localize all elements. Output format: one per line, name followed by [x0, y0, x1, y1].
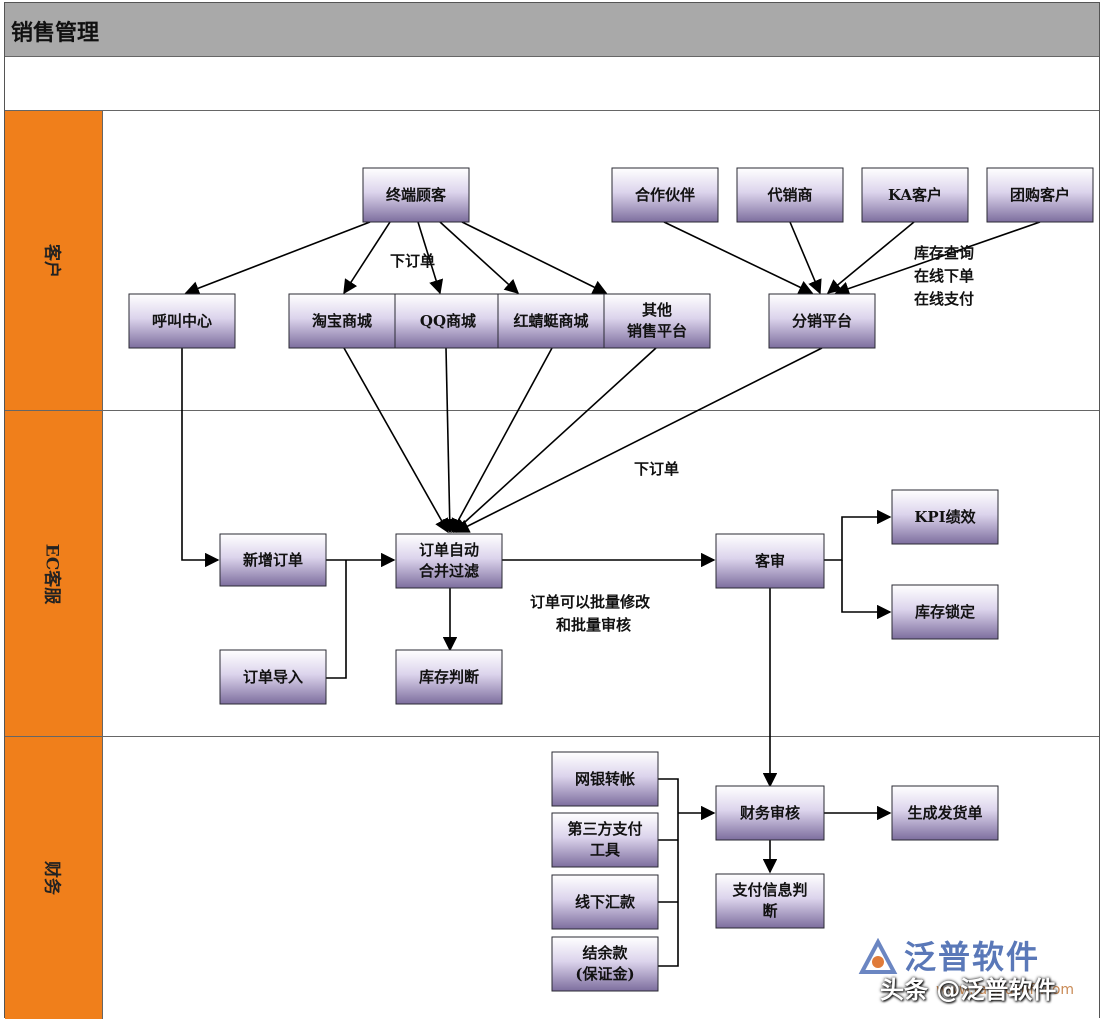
- edge-other-merge: [452, 347, 657, 533]
- edge-partner-distribution: [663, 221, 814, 294]
- edge-callcenter-neworder: [181, 348, 220, 568]
- node-bank-transfer: 网银转帐: [551, 751, 659, 807]
- svg-text:生成发货单: 生成发货单: [907, 804, 982, 822]
- node-end-customer: 终端顾客: [362, 167, 470, 223]
- svg-text:其他: 其他: [642, 301, 672, 319]
- node-kpi: KPI绩效: [891, 489, 999, 545]
- svg-text:订单导入: 订单导入: [243, 668, 303, 686]
- svg-text:代销商: 代销商: [766, 186, 812, 204]
- svg-text:销售平台: 销售平台: [627, 322, 687, 340]
- node-stock-check: 库存判断: [395, 649, 503, 705]
- svg-text:库存锁定: 库存锁定: [915, 603, 975, 621]
- edge-agent-distribution: [789, 221, 822, 295]
- node-new-order: 新增订单: [219, 533, 327, 587]
- label-batch-note-2: 和批量审核: [556, 616, 631, 634]
- edge-endcustomer-callcenter: [184, 221, 371, 296]
- svg-text:支付信息判: 支付信息判: [731, 881, 807, 899]
- node-call-center: 呼叫中心: [128, 293, 236, 349]
- edge-dragonfly-merge: [451, 347, 553, 534]
- edge-review-stocklock: [841, 560, 892, 620]
- svg-text:结余款: 结余款: [582, 944, 628, 962]
- edge-endcustomer-qq: [417, 221, 444, 295]
- svg-text:红蜻蜓商城: 红蜻蜓商城: [513, 312, 588, 330]
- node-dragonfly: 红蜻蜓商城: [497, 293, 605, 349]
- svg-text:终端顾客: 终端顾客: [386, 186, 447, 204]
- svg-text:合并过滤: 合并过滤: [418, 562, 479, 580]
- node-order-import: 订单导入: [219, 649, 327, 705]
- edge-review-kpi: [824, 509, 892, 561]
- watermark-credit: 头条 @泛普软件: [880, 976, 1057, 1004]
- page-title: 销售管理: [11, 20, 100, 46]
- node-ka-customer: KA客户: [861, 167, 969, 223]
- svg-text:(保证金): (保证金): [575, 965, 634, 983]
- svg-text:淘宝商城: 淘宝商城: [311, 312, 372, 330]
- edges: [181, 221, 1041, 967]
- svg-text:合作伙伴: 合作伙伴: [634, 186, 695, 204]
- svg-text:客审: 客审: [754, 552, 785, 570]
- node-qq-mall: QQ商城: [394, 293, 502, 349]
- svg-text:断: 断: [762, 902, 777, 920]
- svg-text:网银转帐: 网银转帐: [575, 770, 635, 788]
- svg-text:订单自动: 订单自动: [419, 541, 479, 559]
- lane-label-ec: EC客服: [5, 411, 103, 737]
- edge-qq-merge: [442, 347, 457, 534]
- label-distribution-note-1: 库存查询: [914, 244, 974, 262]
- node-balance: 结余款 (保证金): [551, 936, 659, 992]
- svg-text:新增订单: 新增订单: [243, 551, 303, 569]
- edge-payments-bracket: [658, 778, 679, 967]
- svg-text:分销平台: 分销平台: [792, 312, 852, 330]
- edge-groupbuy-distribution: [834, 221, 1041, 296]
- watermark: 泛普软件 www.fanpusoft.com 头条 @泛普软件: [858, 936, 1098, 1006]
- svg-text:团购客户: 团购客户: [1010, 186, 1070, 204]
- svg-text:QQ商城: QQ商城: [420, 312, 476, 330]
- label-place-order-top: 下订单: [390, 252, 435, 270]
- svg-text:库存判断: 库存判断: [419, 668, 479, 686]
- node-taobao: 淘宝商城: [288, 293, 396, 349]
- brand-logo-icon: [858, 938, 898, 974]
- node-finance-review: 财务审核: [715, 785, 825, 841]
- svg-text:工具: 工具: [590, 841, 620, 859]
- edge-endcustomer-taobao: [343, 221, 391, 295]
- edge-ka-distribution: [826, 221, 915, 294]
- node-delivery: 生成发货单: [891, 785, 999, 841]
- edge-import-merge: [326, 560, 347, 679]
- svg-text:KPI绩效: KPI绩效: [914, 508, 976, 526]
- lane-label-customer: 客户: [5, 111, 103, 411]
- node-group-buy: 团购客户: [986, 167, 1094, 223]
- title-bar: 销售管理: [5, 3, 1099, 57]
- node-stock-lock: 库存锁定: [891, 584, 999, 640]
- node-offline: 线下汇款: [551, 874, 659, 930]
- svg-text:第三方支付: 第三方支付: [567, 820, 642, 838]
- svg-text:财务审核: 财务审核: [740, 804, 800, 822]
- svg-text:KA客户: KA客户: [888, 186, 942, 204]
- edge-taobao-merge: [343, 347, 449, 534]
- watermark-brand: 泛普软件: [904, 938, 1041, 976]
- svg-text:呼叫中心: 呼叫中心: [152, 312, 212, 330]
- svg-text:线下汇款: 线下汇款: [575, 893, 636, 911]
- edge-endcustomer-dragonfly: [439, 221, 520, 294]
- header-blank-row: [5, 57, 1099, 111]
- node-review: 客审: [715, 533, 825, 589]
- node-partner: 合作伙伴: [611, 167, 719, 223]
- node-distribution: 分销平台: [768, 293, 876, 349]
- label-place-order-mid: 下订单: [634, 460, 679, 478]
- edge-distribution-merge: [454, 347, 823, 533]
- lane-label-finance: 财务: [5, 737, 103, 1019]
- edge-endcustomer-other: [461, 221, 608, 294]
- label-batch-note-1: 订单可以批量修改: [530, 593, 651, 611]
- label-distribution-note-2: 在线下单: [914, 267, 974, 285]
- label-distribution-note-3: 在线支付: [914, 290, 974, 308]
- watermark-url: www.fanpusoft.com: [936, 982, 1075, 998]
- node-agent: 代销商: [736, 167, 844, 223]
